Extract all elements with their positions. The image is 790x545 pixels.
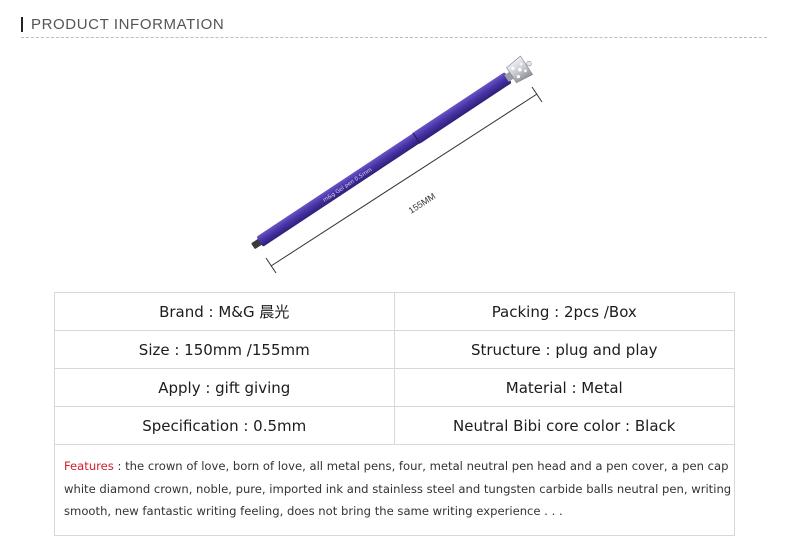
section-header: PRODUCT INFORMATION: [21, 14, 224, 34]
spec-core-color: Neutral Bibi core color : Black: [393, 406, 736, 445]
features-text: : the crown of love, born of love, all m…: [113, 459, 729, 473]
header-accent-bar: [21, 16, 23, 32]
features-label: Features: [64, 459, 114, 473]
features-box: Features : the crown of love, born of lo…: [54, 444, 735, 536]
features-line-2: white diamond crown, noble, pure, import…: [64, 481, 732, 496]
spec-specification: Specification : 0.5mm: [54, 406, 395, 445]
barrel-imprint: m&g Gel pen 0.5mm: [322, 167, 373, 204]
spec-packing: Packing : 2pcs /Box: [393, 292, 736, 331]
header-divider: [21, 37, 767, 38]
table-row: Size : 150mm /155mm Structure : plug and…: [54, 330, 736, 369]
spec-apply: Apply : gift giving: [54, 368, 395, 407]
features-line-1: Features : the crown of love, born of lo…: [64, 455, 728, 478]
table-row: Brand : M&G 晨光 Packing : 2pcs /Box: [54, 292, 736, 331]
spec-brand: Brand : M&G 晨光: [54, 292, 395, 331]
spec-material: Material : Metal: [393, 368, 736, 407]
product-image: 155MM m&g Gel pen 0.5mm: [251, 55, 543, 274]
dimension-label: 155MM: [407, 191, 438, 216]
pen: m&g Gel pen 0.5mm: [251, 55, 534, 249]
section-title: PRODUCT INFORMATION: [31, 15, 225, 33]
spec-structure: Structure : plug and play: [393, 330, 736, 369]
measurement-line: [265, 86, 543, 274]
table-row: Apply : gift giving Material : Metal: [54, 368, 736, 407]
spec-size: Size : 150mm /155mm: [54, 330, 395, 369]
pen-cap: [413, 72, 511, 143]
pen-barrel: [257, 132, 421, 247]
table-row: Specification : 0.5mm Neutral Bibi core …: [54, 406, 736, 445]
crown-icon: [504, 55, 534, 84]
spec-table: Brand : M&G 晨光 Packing : 2pcs /Box Size …: [54, 292, 736, 445]
features-line-3: smooth, new fantastic writing feeling, d…: [64, 504, 563, 518]
